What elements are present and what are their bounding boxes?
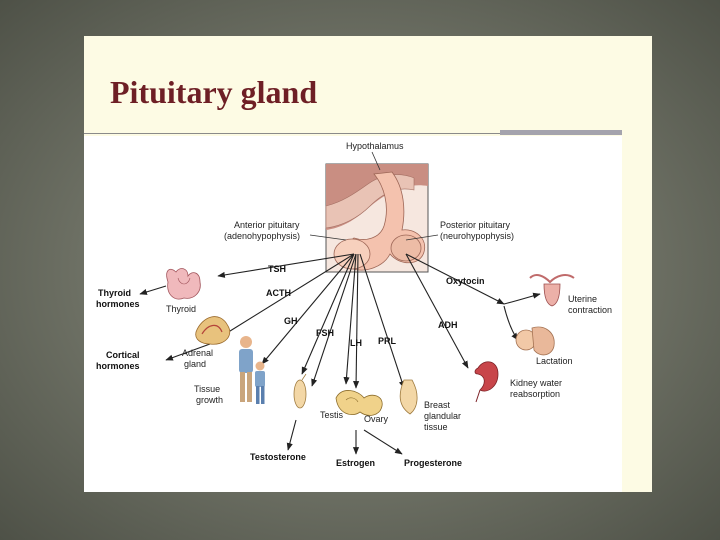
label-breast-1: Breast <box>424 400 451 410</box>
slide-title: Pituitary gland <box>110 74 318 110</box>
label-ovary: Ovary <box>364 414 389 424</box>
label-cortical-1: Cortical <box>106 350 140 360</box>
label-adrenal-1: Adrenal <box>182 348 213 358</box>
label-thyroid-hormones-1: Thyroid <box>98 288 131 298</box>
hormone-adh: ADH <box>438 320 458 330</box>
label-estrogen: Estrogen <box>336 458 375 468</box>
label-adrenal-2: gland <box>184 359 206 369</box>
pituitary-inset <box>325 163 429 273</box>
label-tissue-1: Tissue <box>194 384 220 394</box>
growth-illustration <box>239 336 265 404</box>
hormone-tsh: TSH <box>268 264 286 274</box>
title-divider <box>84 133 500 134</box>
label-anterior-2: (adenohypophysis) <box>224 231 300 241</box>
hormone-acth: ACTH <box>266 288 291 298</box>
label-thyroid-hormones-2: hormones <box>96 299 140 309</box>
label-testis: Testis <box>320 410 344 420</box>
hormone-lh: LH <box>350 338 362 348</box>
label-testosterone: Testosterone <box>250 452 306 462</box>
lactation-illustration <box>515 326 555 356</box>
diagram-panel: Hypothalamus Anterior pituitary (adenohy… <box>84 136 622 492</box>
testis-illustration <box>293 373 307 409</box>
hormone-fsh: FSH <box>316 328 334 338</box>
hormone-oxytocin: Oxytocin <box>446 276 485 286</box>
label-posterior-1: Posterior pituitary <box>440 220 511 230</box>
label-posterior-2: (neurohypophysis) <box>440 231 514 241</box>
adrenal-illustration <box>195 316 231 345</box>
kidney-illustration <box>474 361 499 403</box>
label-breast-3: tissue <box>424 422 448 432</box>
label-uterine-2: contraction <box>568 305 612 315</box>
label-uterine-1: Uterine <box>568 294 597 304</box>
ovary-illustration <box>335 390 383 416</box>
thyroid-illustration <box>166 268 201 300</box>
slide: Pituitary gland Hypothalamus Anterior pi… <box>84 36 652 492</box>
label-tissue-2: growth <box>196 395 223 405</box>
label-breast-2: glandular <box>424 411 461 421</box>
label-thyroid: Thyroid <box>166 304 196 314</box>
label-kidney-2: reabsorption <box>510 389 560 399</box>
accent-bar <box>500 130 622 135</box>
hormone-arrows <box>165 253 541 455</box>
hormone-gh: GH <box>284 316 298 326</box>
label-hypothalamus: Hypothalamus <box>346 141 404 151</box>
label-lactation: Lactation <box>536 356 573 366</box>
breast-illustration <box>399 379 418 415</box>
label-progesterone: Progesterone <box>404 458 462 468</box>
label-cortical-2: hormones <box>96 361 140 371</box>
uterus-illustration <box>529 274 575 307</box>
label-anterior-1: Anterior pituitary <box>234 220 300 230</box>
hormone-prl: PRL <box>378 336 397 346</box>
label-kidney-1: Kidney water <box>510 378 562 388</box>
pituitary-diagram: Hypothalamus Anterior pituitary (adenohy… <box>96 141 612 468</box>
